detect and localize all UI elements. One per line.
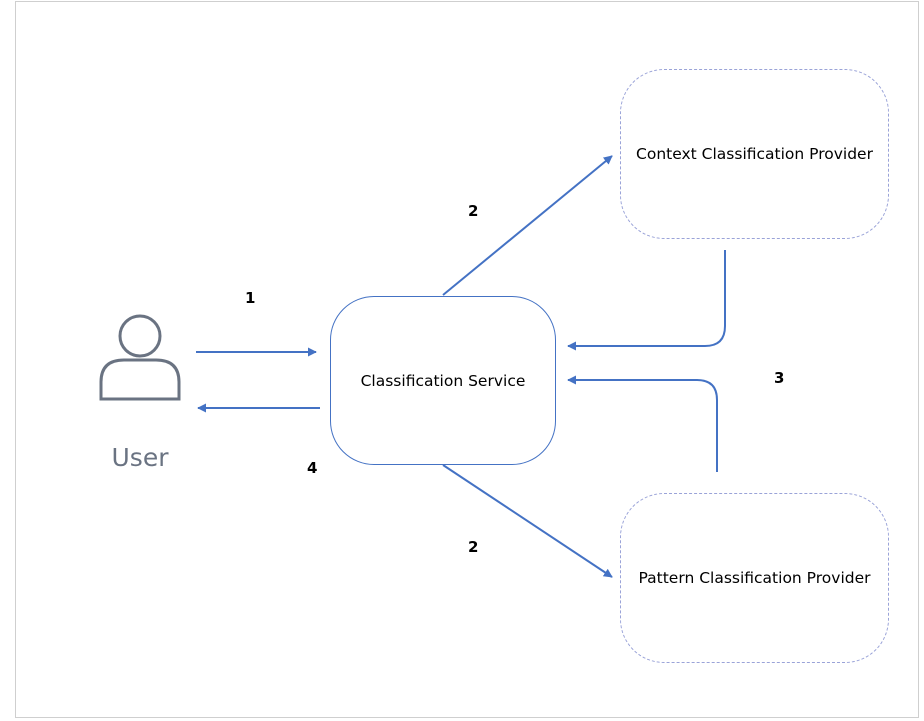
arrow-context-to-service <box>567 250 726 351</box>
context-provider-label: Context Classification Provider <box>636 145 873 163</box>
context-provider-node: Context Classification Provider <box>620 69 889 239</box>
user-icon <box>99 314 181 401</box>
classification-service-label: Classification Service <box>360 371 526 390</box>
step-2-top-label: 2 <box>468 202 479 220</box>
step-4-label: 4 <box>307 459 318 477</box>
step-1-label: 1 <box>245 289 256 307</box>
diagram-frame <box>15 1 919 718</box>
arrow-pattern-to-service <box>567 375 718 472</box>
classification-service-node: Classification Service <box>330 296 556 465</box>
arrow-service-to-context <box>442 155 613 296</box>
pattern-provider-node: Pattern Classification Provider <box>620 493 889 663</box>
arrow-service-to-pattern <box>442 464 613 578</box>
user-label: User <box>111 443 169 472</box>
step-2-bottom-label: 2 <box>468 538 479 556</box>
pattern-provider-label: Pattern Classification Provider <box>638 569 871 587</box>
step-3-label: 3 <box>774 369 785 387</box>
